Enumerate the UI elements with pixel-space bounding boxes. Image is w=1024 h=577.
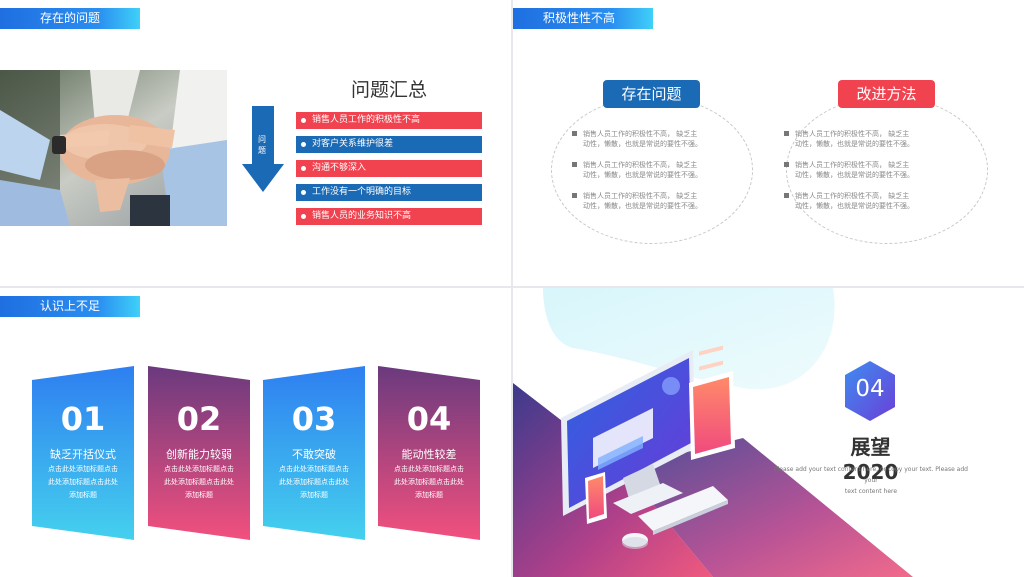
card-04: 04 能动性较差 点击此处添加标题点击此处添加标题点击此处添加标题 [377,371,481,547]
square-bullet-icon [784,193,789,198]
bullet-text: 销售人员工作的积极性不高， 缺乏主动性，懒散，也就是常说的要性不强。 [784,160,914,180]
summary-item-text: 沟通不够深入 [312,163,367,173]
outlook-title: 展望2020 [842,435,899,484]
bullet-text: 销售人员工作的积极性不高， 缺乏主动性，懒散，也就是常说的要性不强。 [784,191,914,211]
slide-problems[interactable]: 存在的问题 问题 问题汇总 [0,0,511,286]
slide-insufficient-awareness[interactable]: 认识上不足 01 缺乏开括仪式 点击此处添加标题点击此处添加标题点击此处添加标题… [0,288,511,577]
down-arrow-icon [242,106,284,192]
card-01: 01 缺乏开括仪式 点击此处添加标题点击此处添加标题点击此处添加标题 [31,371,135,547]
bullet-text: 销售人员工作的积极性不高， 缺乏主动性，懒散，也就是常说的要性不强。 [572,160,702,180]
summary-item-text: 销售人员工作的积极性不高 [312,115,421,125]
summary-item: 沟通不够深入 [296,160,482,177]
bullet-dot-icon [301,214,306,219]
card-desc: 点击此处添加标题点击此处添加标题点击此处添加标题 [394,465,464,499]
summary-item: 销售人员的业务知识不高 [296,208,482,225]
card-02: 02 创新能力较弱 点击此处添加标题点击此处添加标题点击此处添加标题 [147,371,251,547]
bullet-dot-icon [301,142,306,147]
cards-background [32,366,480,540]
card-03: 03 不敢突破 点击此处添加标题点击此处添加标题点击此处添加标题 [262,371,366,547]
teamwork-hands-photo [0,70,227,226]
summary-item-text: 对客户关系维护很差 [312,139,394,149]
slide-tag: 认识上不足 [0,296,140,317]
bullet-dot-icon [301,190,306,195]
summary-item: 销售人员工作的积极性不高 [296,112,482,129]
existing-problems-label: 存在问题 [603,80,700,108]
summary-title: 问题汇总 [350,79,427,101]
summary-list: 销售人员工作的积极性不高 对客户关系维护很差 沟通不够深入 工作没有一个明确的目… [296,112,482,232]
outlook-description: Please add your text content here, or co… [774,466,968,495]
slide-tag: 积极性性不高 [513,8,653,29]
square-bullet-icon [572,193,577,198]
square-bullet-icon [784,131,789,136]
card-title: 不敢突破 [292,448,336,461]
bullet-text: 销售人员工作的积极性不高， 缺乏主动性，懒散，也就是常说的要性不强。 [572,129,702,149]
card-title: 缺乏开括仪式 [50,448,116,461]
card-number: 03 [291,400,337,438]
summary-item: 对客户关系维护很差 [296,136,482,153]
summary-item-text: 工作没有一个明确的目标 [312,187,412,197]
bullet-dot-icon [301,118,306,123]
card-desc: 点击此处添加标题点击此处添加标题点击此处添加标题 [164,465,234,499]
slide-tag: 存在的问题 [0,8,140,29]
summary-item-text: 销售人员的业务知识不高 [312,211,412,221]
square-bullet-icon [572,162,577,167]
card-title: 能动性较差 [401,448,457,461]
card-number: 01 [60,400,106,438]
bullet-text: 销售人员工作的积极性不高， 缺乏主动性，懒散，也就是常说的要性不强。 [572,191,702,211]
card-number: 04 [406,400,452,438]
slide-outlook[interactable]: 04 展望2020 Please add your text content h… [513,288,1024,577]
card-title: 创新能力较弱 [166,448,232,461]
card-number: 02 [176,400,222,438]
card-desc: 点击此处添加标题点击此处添加标题点击此处添加标题 [48,465,118,499]
computer-illustration [513,288,913,577]
section-number: 04 [855,376,885,402]
hexagon-badge-icon [845,361,895,421]
card-desc: 点击此处添加标题点击此处添加标题点击此处添加标题 [279,465,349,499]
arrow-label: 问题 [258,135,266,155]
bullet-dot-icon [301,166,306,171]
summary-item: 工作没有一个明确的目标 [296,184,482,201]
square-bullet-icon [784,162,789,167]
square-bullet-icon [572,131,577,136]
slide-low-motivation[interactable]: 积极性性不高 存在问题 销售人员工作的积极性不高， 缺乏主动性，懒散，也就是常说… [513,0,1024,286]
bullet-text: 销售人员工作的积极性不高， 缺乏主动性，懒散，也就是常说的要性不强。 [784,129,914,149]
improvement-methods-label: 改进方法 [838,80,935,108]
